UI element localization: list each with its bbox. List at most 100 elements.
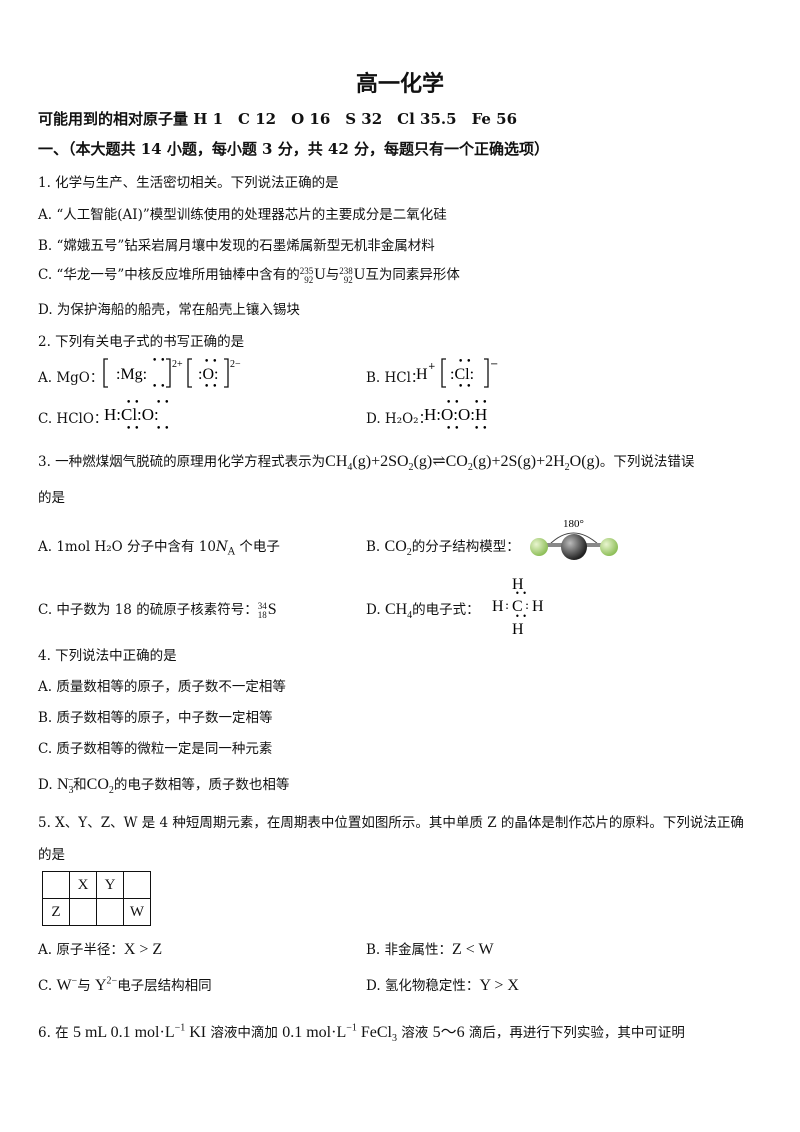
y-ion: Y2− bbox=[94, 975, 118, 994]
co2-molecule-model: 180° bbox=[530, 518, 618, 560]
q3-stem-post: 。下列说法错误 bbox=[599, 454, 695, 470]
svg-text:• •: • • bbox=[204, 357, 217, 367]
q2-option-c: C. HClO： bbox=[38, 407, 107, 427]
cell bbox=[123, 871, 151, 899]
table-row: Z W bbox=[42, 898, 151, 926]
svg-text:−: − bbox=[490, 359, 498, 370]
bond-angle-label: 180° bbox=[563, 518, 584, 530]
svg-text:• •: • • bbox=[156, 398, 169, 408]
q1-option-a: A. “人工智能(AI)”模型训练使用的处理器芯片的主要成分是二氧化硅 bbox=[38, 207, 447, 223]
svg-text:H: H bbox=[492, 598, 504, 615]
mgo-electron-formula: :Mg: • • • • 2+ :O: • • • • 2− bbox=[103, 356, 241, 391]
q4-option-d-pre: D. bbox=[38, 777, 53, 793]
page-title: 高一化学 bbox=[355, 71, 444, 97]
periodic-table-fragment: X Y Z W bbox=[42, 871, 151, 926]
q1-option-c-post: 互为同素异形体 bbox=[365, 267, 460, 283]
q6-stem-pre: 6. 在 bbox=[38, 1025, 69, 1041]
svg-text:• •: • • bbox=[152, 382, 165, 391]
q5-stem-cont: 的是 bbox=[38, 847, 65, 863]
q4-option-d: D. N3−和CO2的电子数相等，质子数也相等 bbox=[38, 773, 290, 797]
q4-option-d-post: 的电子数相等，质子数也相等 bbox=[113, 777, 290, 793]
q5-option-a: A. 原子半径：X > Z bbox=[38, 938, 162, 959]
ch4-electron-formula: H C H H H : : • • • • bbox=[492, 576, 544, 636]
table-row: X Y bbox=[42, 871, 151, 899]
hcl-electron-formula: H + :Cl: • • • • − bbox=[416, 357, 498, 391]
q1-option-c-text: C. “华龙一号”中核反应堆所用铀棒中含有的 bbox=[38, 267, 300, 283]
q3-option-b: B. CO2的分子结构模型： bbox=[366, 535, 520, 558]
q3-option-a: A. 1mol H₂O 分子中含有 10NA 个电子 bbox=[38, 535, 280, 558]
q2-stem: 2. 下列有关电子式的书写正确的是 bbox=[38, 334, 245, 350]
ki-volume: 5 mL 0.1 mol·L−1 KI bbox=[72, 1022, 207, 1041]
q4-option-a: A. 质量数相等的原子，质子数不一定相等 bbox=[38, 679, 286, 695]
q5-option-c-post: 电子层结构相同 bbox=[117, 978, 212, 994]
atomic-masses-line: 可能用到的相对原子量 H 1 C 12 O 16 S 32 Cl 35.5 Fe… bbox=[38, 110, 518, 128]
q5-option-b: B. 非金属性：Z < W bbox=[366, 938, 494, 959]
svg-text:2+: 2+ bbox=[172, 359, 183, 370]
svg-text:• •: • • bbox=[515, 589, 527, 598]
n3-ion: N3− bbox=[56, 774, 74, 797]
svg-text::Cl:: :Cl: bbox=[450, 366, 474, 383]
q1-option-c-mid: 与 bbox=[325, 267, 340, 283]
svg-text:• •: • • bbox=[474, 424, 487, 432]
svg-text:• •: • • bbox=[458, 357, 471, 367]
fecl3-conc: 0.1 mol·L−1 FeCl3 bbox=[282, 1022, 397, 1045]
q1-stem: 1. 化学与生产、生活密切相关。下列说法正确的是 bbox=[38, 175, 339, 191]
svg-text:H: H bbox=[532, 598, 544, 615]
svg-text:H: H bbox=[512, 621, 524, 636]
q6-stem-mid2: 溶液 bbox=[401, 1025, 429, 1041]
cell-x: X bbox=[69, 871, 97, 899]
q5-option-a-pre: A. 原子半径： bbox=[38, 942, 124, 958]
cell-w: W bbox=[123, 898, 151, 926]
q2-option-b-label: B. HCl： bbox=[366, 370, 425, 386]
svg-text:• •: • • bbox=[458, 382, 471, 391]
svg-text:C: C bbox=[512, 598, 523, 615]
w-ion: W− bbox=[56, 975, 78, 994]
q3-option-d-post: 的电子式： bbox=[412, 602, 480, 618]
cell-y: Y bbox=[96, 871, 124, 899]
q3-option-d: D. CH4的电子式： bbox=[366, 598, 480, 621]
svg-text::Mg:: :Mg: bbox=[116, 366, 147, 383]
q2-option-d: D. H₂O₂： bbox=[366, 407, 432, 427]
svg-text:• •: • • bbox=[446, 398, 459, 408]
q5-option-c: C. W−与 Y2−电子层结构相同 bbox=[38, 975, 212, 994]
q5-stem: 5. X、Y、Z、W 是 4 种短周期元素，在周期表中位置如图所示。其中单质 Z… bbox=[38, 815, 744, 831]
co2-formula-q4: CO2 bbox=[86, 776, 114, 797]
svg-text:H: H bbox=[416, 366, 428, 383]
q4-option-c: C. 质子数相等的微粒一定是同一种元素 bbox=[38, 741, 273, 757]
cell bbox=[96, 898, 124, 926]
q6-stem: 6. 在 5 mL 0.1 mol·L−1 KI 溶液中滴加 0.1 mol·L… bbox=[38, 1018, 685, 1045]
avogadro-sub: A bbox=[227, 546, 236, 558]
svg-text::: : bbox=[525, 598, 529, 612]
q3-option-a-post: 个电子 bbox=[235, 539, 280, 555]
q4-option-b: B. 质子数相等的原子，中子数一定相等 bbox=[38, 710, 273, 726]
u235-element: U bbox=[314, 266, 326, 283]
co2-formula: CO2 bbox=[384, 538, 412, 559]
q3-option-c-pre: C. 中子数为 18 的硫原子核素符号： bbox=[38, 602, 258, 618]
svg-text:• •: • • bbox=[204, 382, 217, 391]
q3-option-a-pre: A. 1mol H₂O 分子中含有 10 bbox=[38, 539, 216, 555]
q3-stem-pre: 3. 一种燃煤烟气脱硫的原理用化学方程式表示为 bbox=[38, 454, 326, 470]
q4-stem: 4. 下列说法中正确的是 bbox=[38, 648, 177, 664]
q5-option-d-val: Y > X bbox=[479, 977, 519, 994]
svg-text:• •: • • bbox=[474, 398, 487, 408]
q2-option-c-label: C. HClO： bbox=[38, 411, 108, 427]
drops-range: 5～6 bbox=[432, 1024, 465, 1041]
q2-option-a-label: A. MgO： bbox=[38, 370, 104, 386]
q5-option-c-pre: C. bbox=[38, 978, 53, 994]
q5-option-b-val: Z < W bbox=[452, 941, 494, 958]
svg-text:• •: • • bbox=[515, 612, 527, 621]
q3-option-b-pre: B. bbox=[366, 539, 381, 555]
h2o2-electron-formula: H:O:O:H • • • • • • • • bbox=[424, 398, 487, 432]
q3-option-b-post: 的分子结构模型： bbox=[411, 539, 520, 555]
u238-element: U bbox=[353, 266, 366, 283]
cell bbox=[42, 871, 70, 899]
cell-z: Z bbox=[42, 898, 70, 926]
q5-option-a-val: X > Z bbox=[123, 941, 163, 958]
section-heading: 一、（本大题共 14 小题，每小题 3 分，共 42 分，每题只有一个正确选项） bbox=[38, 140, 550, 158]
q5-option-b-pre: B. 非金属性： bbox=[366, 942, 453, 958]
svg-text:+: + bbox=[428, 362, 436, 372]
